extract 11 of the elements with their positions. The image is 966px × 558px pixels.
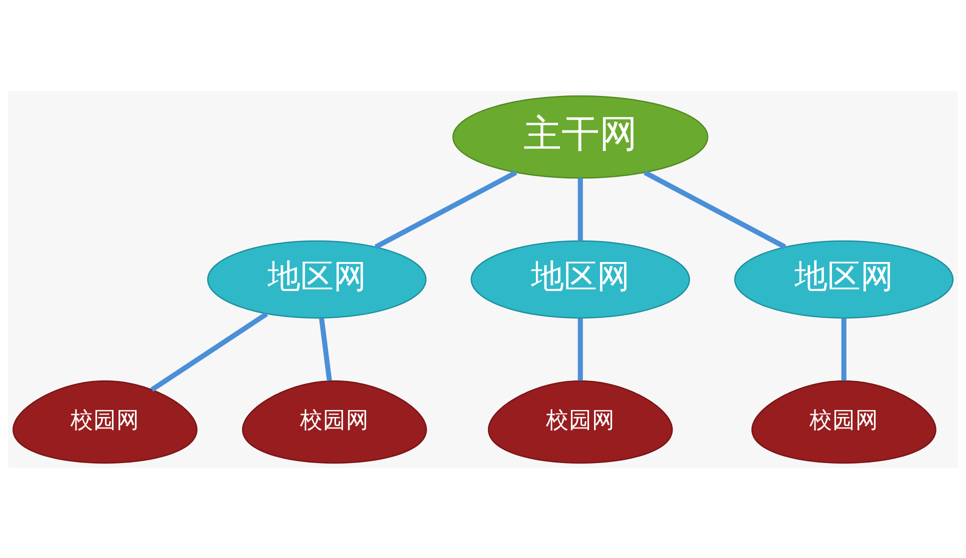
connector	[319, 317, 332, 380]
node-ellipse: 地区网	[207, 240, 427, 318]
node-ellipse: 地区网	[470, 240, 690, 318]
connector	[578, 318, 583, 380]
connector	[578, 178, 583, 240]
connector	[150, 311, 268, 392]
node-ellipse: 地区网	[734, 240, 954, 318]
connector	[644, 170, 786, 249]
connector	[841, 318, 846, 380]
node-ellipse: 主干网	[452, 94, 708, 178]
connector	[374, 170, 518, 249]
